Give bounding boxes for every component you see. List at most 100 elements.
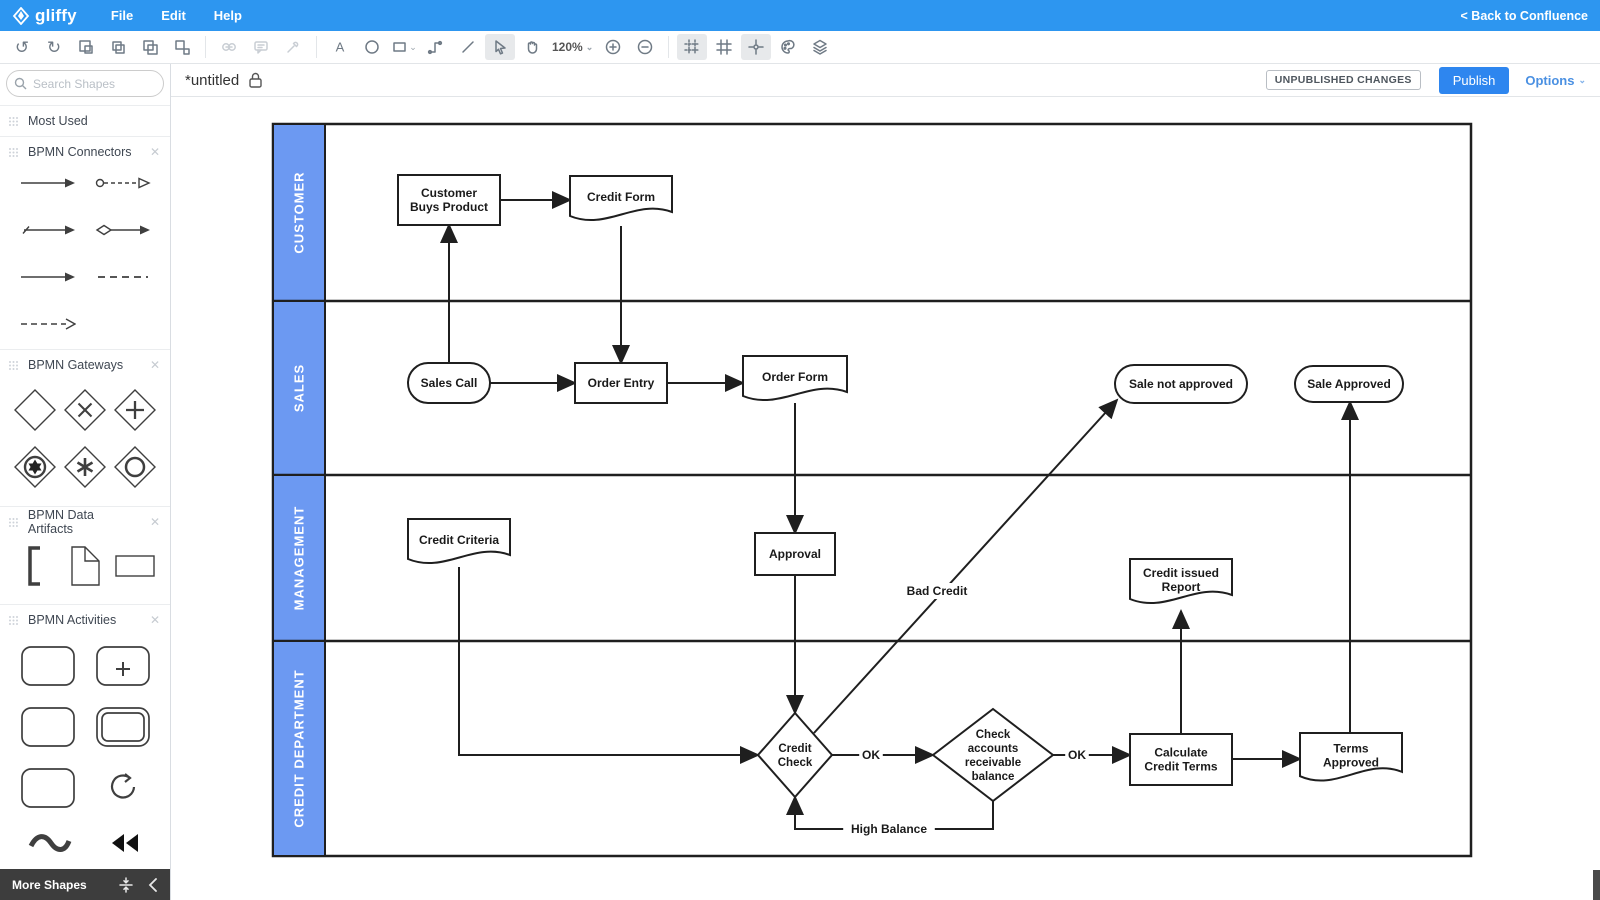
guides-toggle[interactable] <box>741 34 772 60</box>
shape-gateway[interactable] <box>13 388 57 437</box>
node-sale-not-approved[interactable]: Sale not approved <box>1114 364 1248 404</box>
shape-data-object[interactable] <box>65 545 105 592</box>
link-button[interactable] <box>214 34 244 60</box>
theme-button[interactable] <box>773 34 803 60</box>
section-bpmn-gateways[interactable]: BPMN Gateways ✕ <box>0 349 170 380</box>
rectangle-tool[interactable]: ⌄ <box>389 34 419 60</box>
node-order-form[interactable]: Order Form <box>742 355 848 401</box>
shape-task-3[interactable] <box>19 765 77 816</box>
lane-header-credit-department[interactable]: CREDIT DEPARTMENT <box>272 640 326 857</box>
shape-group-rectangle[interactable] <box>114 554 156 583</box>
publish-button[interactable]: Publish <box>1438 66 1510 94</box>
zoom-in-button[interactable] <box>598 34 628 60</box>
snap-grid-icon <box>684 39 700 55</box>
svg-text:High Balance: High Balance <box>851 822 927 836</box>
section-most-used[interactable]: Most Used <box>0 105 170 136</box>
gliffy-logo[interactable]: gliffy <box>12 6 77 26</box>
lane-header-sales[interactable]: SALES <box>272 300 326 476</box>
menu-edit[interactable]: Edit <box>161 8 186 23</box>
duplicate-button[interactable] <box>135 34 165 60</box>
lock-icon[interactable] <box>249 72 262 88</box>
options-menu[interactable]: Options⌄ <box>1525 73 1586 88</box>
pointer-tool[interactable] <box>485 34 515 60</box>
grid-toggle[interactable] <box>709 34 739 60</box>
shape-text-annotation[interactable] <box>24 545 46 592</box>
menu-help[interactable]: Help <box>213 8 242 23</box>
shape-exclusive-gateway[interactable] <box>63 388 107 437</box>
shape-task[interactable] <box>19 643 77 694</box>
menu-file[interactable]: File <box>110 8 134 23</box>
connector-edge[interactable] <box>813 398 1119 734</box>
shape-event-gateway[interactable] <box>13 445 57 494</box>
connector-edge[interactable] <box>458 567 760 764</box>
layers-button[interactable] <box>805 34 835 60</box>
shape-inclusive-gateway[interactable] <box>113 445 157 494</box>
lane-header-management[interactable]: MANAGEMENT <box>272 474 326 642</box>
close-icon[interactable]: ✕ <box>149 145 160 159</box>
back-to-confluence-link[interactable]: < Back to Confluence <box>1460 8 1588 23</box>
shape-association[interactable] <box>95 269 151 290</box>
section-bpmn-activities[interactable]: BPMN Activities ✕ <box>0 604 170 635</box>
shape-default-flow[interactable] <box>20 222 76 243</box>
close-icon[interactable]: ✕ <box>149 358 160 372</box>
svg-text:balance: balance <box>972 771 1015 783</box>
node-order-entry[interactable]: Order Entry <box>574 362 668 404</box>
node-sales-call[interactable]: Sales Call <box>407 362 491 404</box>
shape-compensation-marker[interactable] <box>94 826 152 865</box>
connector-tool[interactable] <box>421 34 451 60</box>
node-approval[interactable]: Approval <box>754 532 836 576</box>
copy-button[interactable] <box>103 34 133 60</box>
undo-button[interactable]: ↺ <box>7 34 37 60</box>
zoom-level-select[interactable]: 120%⌄ <box>548 40 597 54</box>
edge-label: High Balance <box>843 821 935 837</box>
ungroup-button[interactable] <box>167 34 197 60</box>
eyedropper-button[interactable] <box>278 34 308 60</box>
shape-adhoc-marker[interactable] <box>19 826 77 865</box>
svg-text:OK: OK <box>862 748 880 762</box>
node-sale-approved[interactable]: Sale Approved <box>1294 365 1404 403</box>
shape-transaction[interactable] <box>94 704 152 755</box>
ellipse-tool[interactable] <box>357 34 387 60</box>
comment-button[interactable] <box>246 34 276 60</box>
text-tool[interactable]: A <box>325 34 355 60</box>
shape-parallel-gateway[interactable] <box>113 388 157 437</box>
zoom-out-button[interactable] <box>630 34 660 60</box>
node-credit-criteria[interactable]: Credit Criteria <box>407 518 511 564</box>
shape-sequence-flow-2[interactable] <box>20 269 76 290</box>
document-title[interactable]: *untitled <box>185 71 240 89</box>
paste-button[interactable] <box>71 34 101 60</box>
shape-sequence-flow[interactable] <box>20 175 76 196</box>
shape-task-2[interactable] <box>19 704 77 755</box>
chevron-left-icon[interactable] <box>148 877 158 892</box>
shape-complex-gateway[interactable] <box>63 445 107 494</box>
close-icon[interactable]: ✕ <box>149 515 160 529</box>
shape-conditional-flow[interactable] <box>95 222 151 243</box>
close-icon[interactable]: ✕ <box>149 613 160 627</box>
pan-tool[interactable] <box>517 34 547 60</box>
shape-subprocess[interactable] <box>94 643 152 694</box>
topbar: gliffy File Edit Help < Back to Confluen… <box>0 0 1600 31</box>
shape-loop-marker[interactable] <box>94 765 152 816</box>
node-credit-form[interactable]: Credit Form <box>569 175 673 221</box>
snap-to-grid-toggle[interactable] <box>677 34 708 60</box>
paste-icon <box>79 40 93 54</box>
redo-button[interactable]: ↻ <box>39 34 69 60</box>
collapse-panel-icon[interactable] <box>118 876 134 893</box>
lane-header-customer[interactable]: CUSTOMER <box>272 123 326 302</box>
line-tool[interactable] <box>453 34 483 60</box>
shape-directed-association[interactable] <box>20 316 76 337</box>
section-bpmn-data-artifacts[interactable]: BPMN Data Artifacts ✕ <box>0 506 170 537</box>
section-bpmn-connectors[interactable]: BPMN Connectors ✕ <box>0 136 170 167</box>
shape-message-flow[interactable] <box>95 175 151 196</box>
svg-text:Credit: Credit <box>778 743 811 755</box>
search-shapes-input[interactable] <box>6 70 164 97</box>
more-shapes-bar[interactable]: More Shapes <box>0 869 170 900</box>
